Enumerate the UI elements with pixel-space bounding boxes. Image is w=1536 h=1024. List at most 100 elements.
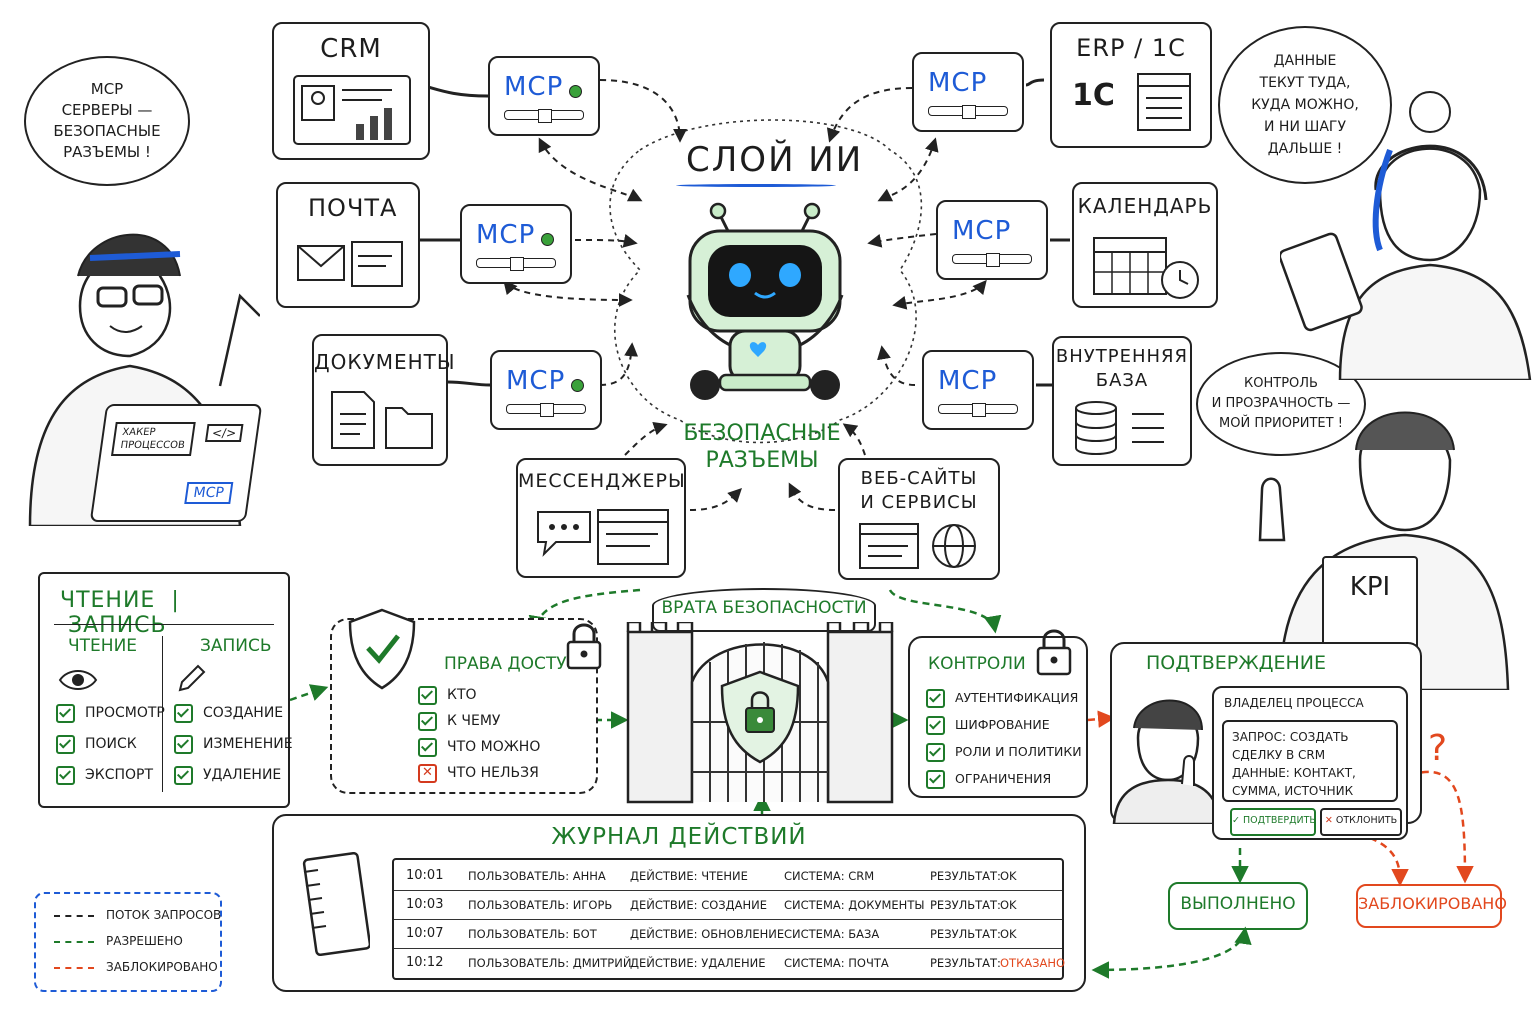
checkbox-icon [174,734,193,754]
control-item[interactable]: АУТЕНТИФИКАЦИЯ [926,684,1082,711]
access-item-denied[interactable]: ✕ЧТО НЕЛЬЗЯ [418,760,540,786]
reject-button[interactable]: ✕ ОТКЛОНИТЬ [1320,808,1402,836]
system-websites[interactable]: ВЕБ-САЙТЫ И СЕРВИСЫ [838,458,1000,580]
status-dot [569,85,582,98]
process-owner-label: ВЛАДЕЛЕЦ ПРОЦЕССА [1224,696,1364,710]
controls-title: КОНТРОЛИ [928,654,1026,674]
read-item[interactable]: ПОИСК [56,729,165,760]
legend-item: ЗАБЛОКИРОВАНО [54,960,218,974]
spreadsheet-icon [1137,73,1191,131]
shield-check-icon [348,608,416,690]
checkbox-icon [926,716,945,735]
checkbox-icon [56,734,75,754]
system-docs[interactable]: ДОКУМЕНТЫ [312,334,455,466]
security-gate-banner: ВРАТА БЕЗОПАСНОСТИ [652,588,876,632]
read-item[interactable]: ЭКСПОРТ [56,760,165,791]
write-item[interactable]: УДАЛЕНИЕ [174,760,293,791]
checkbox-icon [926,689,945,708]
mcp-connector-calendar[interactable]: MCP [936,200,1048,280]
access-item[interactable]: КТО [418,682,540,708]
secure-connectors-label: БЕЗОПАСНЫЕ РАЗЪЕМЫ [683,421,841,473]
access-items: КТО К ЧЕМУ ЧТО МОЖНО ✕ЧТО НЕЛЬЗЯ [418,682,540,786]
access-rights-panel: ПРАВА ДОСТУПА КТО К ЧЕМУ ЧТО МОЖНО ✕ЧТО … [330,608,602,794]
mcp-connector-mail[interactable]: MCP [460,204,572,284]
system-mail[interactable]: ПОЧТА [276,182,420,308]
read-items: ПРОСМОТР ПОИСК ЭКСПОРТ [56,698,165,791]
control-item[interactable]: РОЛИ И ПОЛИТИКИ [926,738,1082,765]
checkbox-icon [56,765,75,785]
approve-button[interactable]: ✓ ПОДТВЕРДИТЬ [1230,808,1316,836]
ai-layer-underline [676,184,836,187]
action-log-title: ЖУРНАЛ ДЕЙСТВИЙ [551,824,807,850]
write-items: СОЗДАНИЕ ИЗМЕНЕНИЕ УДАЛЕНИЕ [174,698,293,791]
control-item[interactable]: ШИФРОВАНИЕ [926,711,1082,738]
system-messengers[interactable]: МЕССЕНДЖЕРЫ [516,458,686,578]
notebook-icon [302,852,370,956]
mcp-connector-internal-db[interactable]: MCP [922,350,1034,430]
legend-item: РАЗРЕШЕНО [54,934,183,948]
chat-icon [537,509,669,565]
read-column-header: ЧТЕНИЕ [68,636,138,656]
access-item[interactable]: К ЧЕМУ [418,708,540,734]
system-calendar[interactable]: КАЛЕНДАРЬ [1072,182,1218,308]
system-internal-db[interactable]: ВНУТРЕННЯЯ БАЗА [1052,336,1192,466]
code-icon: </> [204,424,244,442]
legend-item: ПОТОК ЗАПРОСОВ [54,908,221,922]
padlock-icon [1036,629,1072,676]
write-item[interactable]: СОЗДАНИЕ [174,698,293,729]
erp-logo: 1C [1072,78,1115,113]
access-item[interactable]: ЧТО МОЖНО [418,734,540,760]
checkbox-icon [174,765,193,785]
envelope-icon [297,241,403,287]
control-item[interactable]: ОГРАНИЧЕНИЯ [926,765,1082,792]
access-rights-title: ПРАВА ДОСТУПА [444,654,592,674]
checkbox-icon [926,770,945,789]
checkbox-icon [926,743,945,762]
process-owner-character [1112,699,1222,824]
system-erp[interactable]: ERP / 1C 1C [1050,22,1212,148]
status-dot [571,379,584,392]
calendar-clock-icon [1093,237,1199,299]
ai-layer-title: СЛОЙ ИИ [686,140,864,180]
read-write-panel: ЧТЕНИЕ | ЗАПИСЬ ЧТЕНИЕ ЗАПИСЬ ПРОСМОТР П… [38,572,293,808]
woman-character [1280,91,1532,380]
eye-icon [58,670,98,690]
question-mark: ? [1428,728,1448,769]
read-item[interactable]: ПРОСМОТР [56,698,165,729]
robot-icon [686,202,844,400]
checkbox-icon [56,703,75,723]
mcp-connector-docs[interactable]: MCP [490,350,602,430]
laptop-mcp-sticker: MCP [183,482,234,504]
x-box-icon: ✕ [418,763,437,783]
confirmation-title: ПОДТВЕРЖДЕНИЕ [1146,652,1327,674]
blocked-status-badge: ЗАБЛОКИРОВАНО [1356,884,1507,928]
write-item[interactable]: ИЗМЕНЕНИЕ [174,729,293,760]
mcp-connector-erp[interactable]: MCP [912,52,1024,132]
controls-panel: КОНТРОЛИ АУТЕНТИФИКАЦИЯ ШИФРОВАНИЕ РОЛИ … [908,629,1088,798]
globe-browser-icon [859,523,976,569]
security-gate-castle [626,622,894,804]
mcp-connector-crm[interactable]: MCP [488,56,600,136]
pencil-icon [178,664,206,692]
done-status-badge: ВЫПОЛНЕНО [1168,882,1308,930]
system-crm[interactable]: CRM [272,22,430,160]
database-icon [1075,401,1164,455]
checkbox-icon [418,711,437,731]
checkbox-icon [418,685,437,705]
checkbox-icon [418,737,437,757]
kpi-folder: KPI [1322,556,1418,656]
crm-dashboard-icon [293,75,411,145]
read-write-title: ЧТЕНИЕ | ЗАПИСЬ [60,588,180,638]
